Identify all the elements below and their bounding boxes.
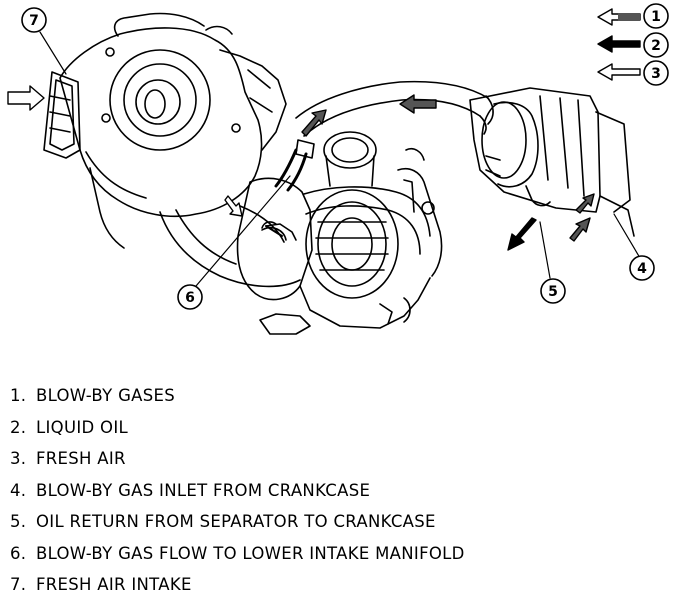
svg-text:4: 4 [637,261,647,277]
svg-text:1: 1 [651,9,661,25]
blowby-arrow-crossover [399,94,437,114]
blowby-hose [274,139,315,192]
callout-7: 7 [21,7,47,33]
legend-item: 6.BLOW-BY GAS FLOW TO LOWER INTAKE MANIF… [10,543,465,563]
svg-text:7: 7 [29,13,39,29]
callout-2: 2 [643,32,669,58]
blowby-arrow-inlet-1 [569,217,591,242]
callout-1: 1 [643,3,669,29]
blowby-arrow-hose [301,109,327,137]
center-turbo [236,131,443,335]
legend-item: 4.BLOW-BY GAS INLET FROM CRANKCASE [10,480,371,500]
fresh-air-arrow [7,85,45,111]
callout-6: 6 [177,284,203,310]
key-arrow-air [597,63,641,81]
air-arrow-lower [224,195,243,217]
flow-arrows [7,85,595,251]
callout-5: 5 [540,278,566,304]
legend-item: 5.OIL RETURN FROM SEPARATOR TO CRANKCASE [10,512,436,531]
legend-item: 1.BLOW-BY GASES [10,386,176,405]
legend-item: 2.LIQUID OIL [10,417,128,437]
svg-text:5: 5 [548,284,558,300]
legend-item: 7.FRESH AIR INTAKE [10,575,192,594]
left-compressor-housing [43,12,287,249]
blowby-arrow-inlet-2 [575,193,595,214]
key-arrow-oil [597,35,641,53]
oil-return-arrow [507,217,537,251]
callout-leaders [39,31,641,287]
arrow-key [597,8,641,81]
crossover-tube [295,80,494,137]
crankcase-ventilation-diagram: 1 2 3 4 5 6 7 [7,3,669,335]
svg-text:6: 6 [185,290,195,306]
svg-text:3: 3 [651,66,661,82]
air-arrow-center [265,225,283,237]
callout-3: 3 [643,60,669,86]
svg-text:2: 2 [651,38,661,54]
callout-4: 4 [629,255,655,281]
legend-list: 1.BLOW-BY GASES 2.LIQUID OIL 3.FRESH AIR… [10,382,465,603]
oil-separator [469,87,635,237]
legend-item: 3.FRESH AIR [10,449,126,468]
